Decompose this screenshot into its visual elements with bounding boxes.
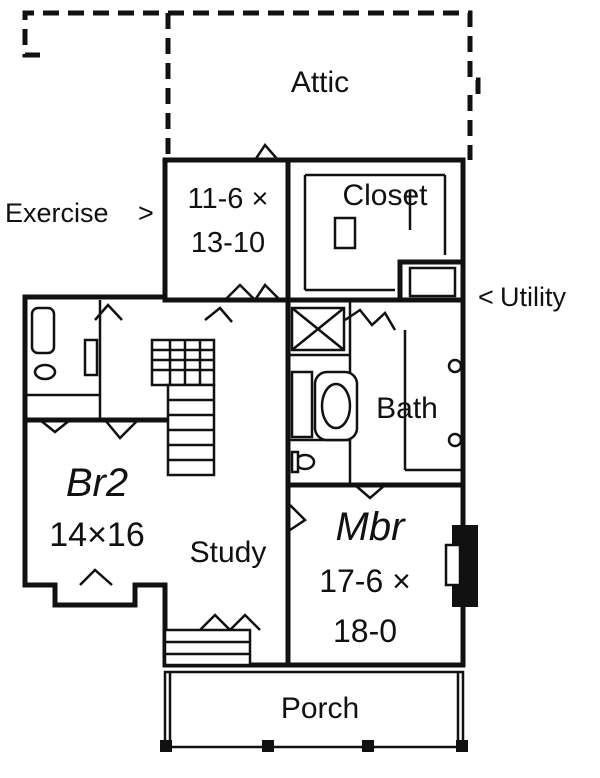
exercise-size-line-1: 11-6 × [188,183,269,215]
br2-size: 14×16 [49,516,145,554]
bath-label: Bath [376,392,438,425]
closet-label: Closet [342,179,428,212]
utility-pointer: < [478,282,494,312]
porch [160,670,468,752]
attic-outline [22,10,481,160]
bathroom-fixtures [30,216,463,474]
mbr-label: Mbr [336,505,407,549]
attic-label: Attic [291,66,349,99]
exercise-pointer: > [138,198,154,228]
porch-label: Porch [281,692,359,725]
fireplace [444,525,478,607]
mbr-size-line-2: 18-0 [333,613,397,649]
mbr-size-line-1: 17-6 × [319,563,411,599]
study-label: Study [190,536,267,569]
br2-label: Br2 [66,461,128,505]
exercise-size-line-2: 13-10 [191,227,265,259]
utility-label: Utility [500,282,566,312]
stairs [150,338,252,667]
exercise-label: Exercise [5,198,109,228]
